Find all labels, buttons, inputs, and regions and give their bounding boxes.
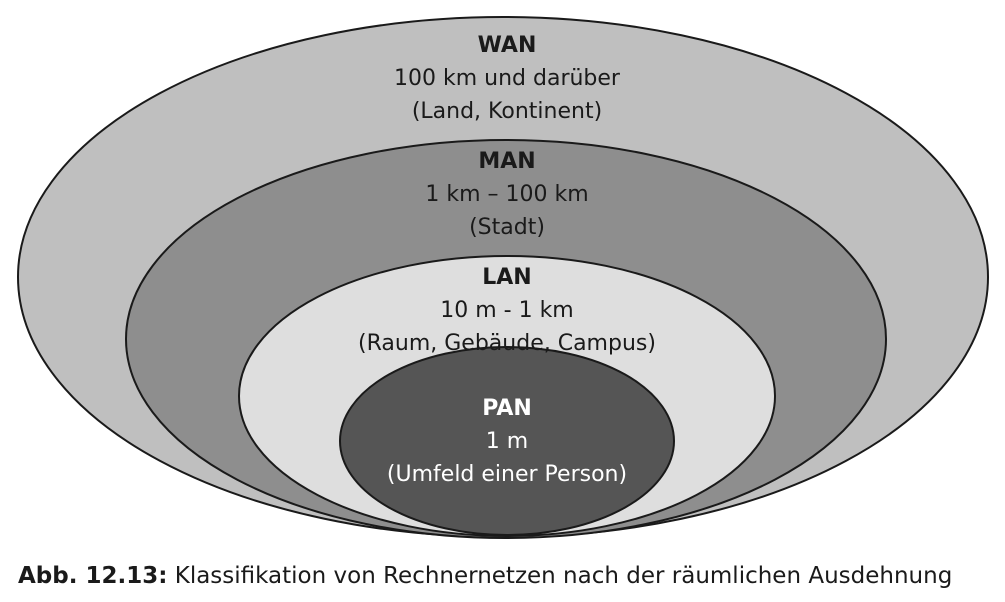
network-classification-diagram: WAN 100 km und darüber (Land, Kontinent)… (17, 16, 989, 539)
wan-scope: (Land, Kontinent) (412, 99, 602, 124)
caption-text: Klassifikation von Rechnernetzen nach de… (174, 563, 953, 589)
pan-ellipse (339, 346, 675, 536)
man-range: 1 km – 100 km (425, 182, 588, 207)
pan-title: PAN (482, 396, 532, 421)
lan-title: LAN (482, 265, 531, 290)
lan-scope: (Raum, Gebäude, Campus) (358, 331, 656, 356)
man-scope: (Stadt) (469, 215, 545, 240)
wan-range: 100 km und darüber (394, 66, 621, 91)
man-title: MAN (478, 149, 535, 174)
pan-range: 1 m (486, 429, 528, 454)
wan-title: WAN (478, 33, 537, 58)
lan-range: 10 m - 1 km (440, 298, 574, 323)
pan-scope: (Umfeld einer Person) (387, 462, 627, 487)
caption-label: Abb. 12.13: (18, 563, 168, 589)
figure-caption: Abb. 12.13: Klassifikation von Rechnerne… (18, 563, 952, 589)
